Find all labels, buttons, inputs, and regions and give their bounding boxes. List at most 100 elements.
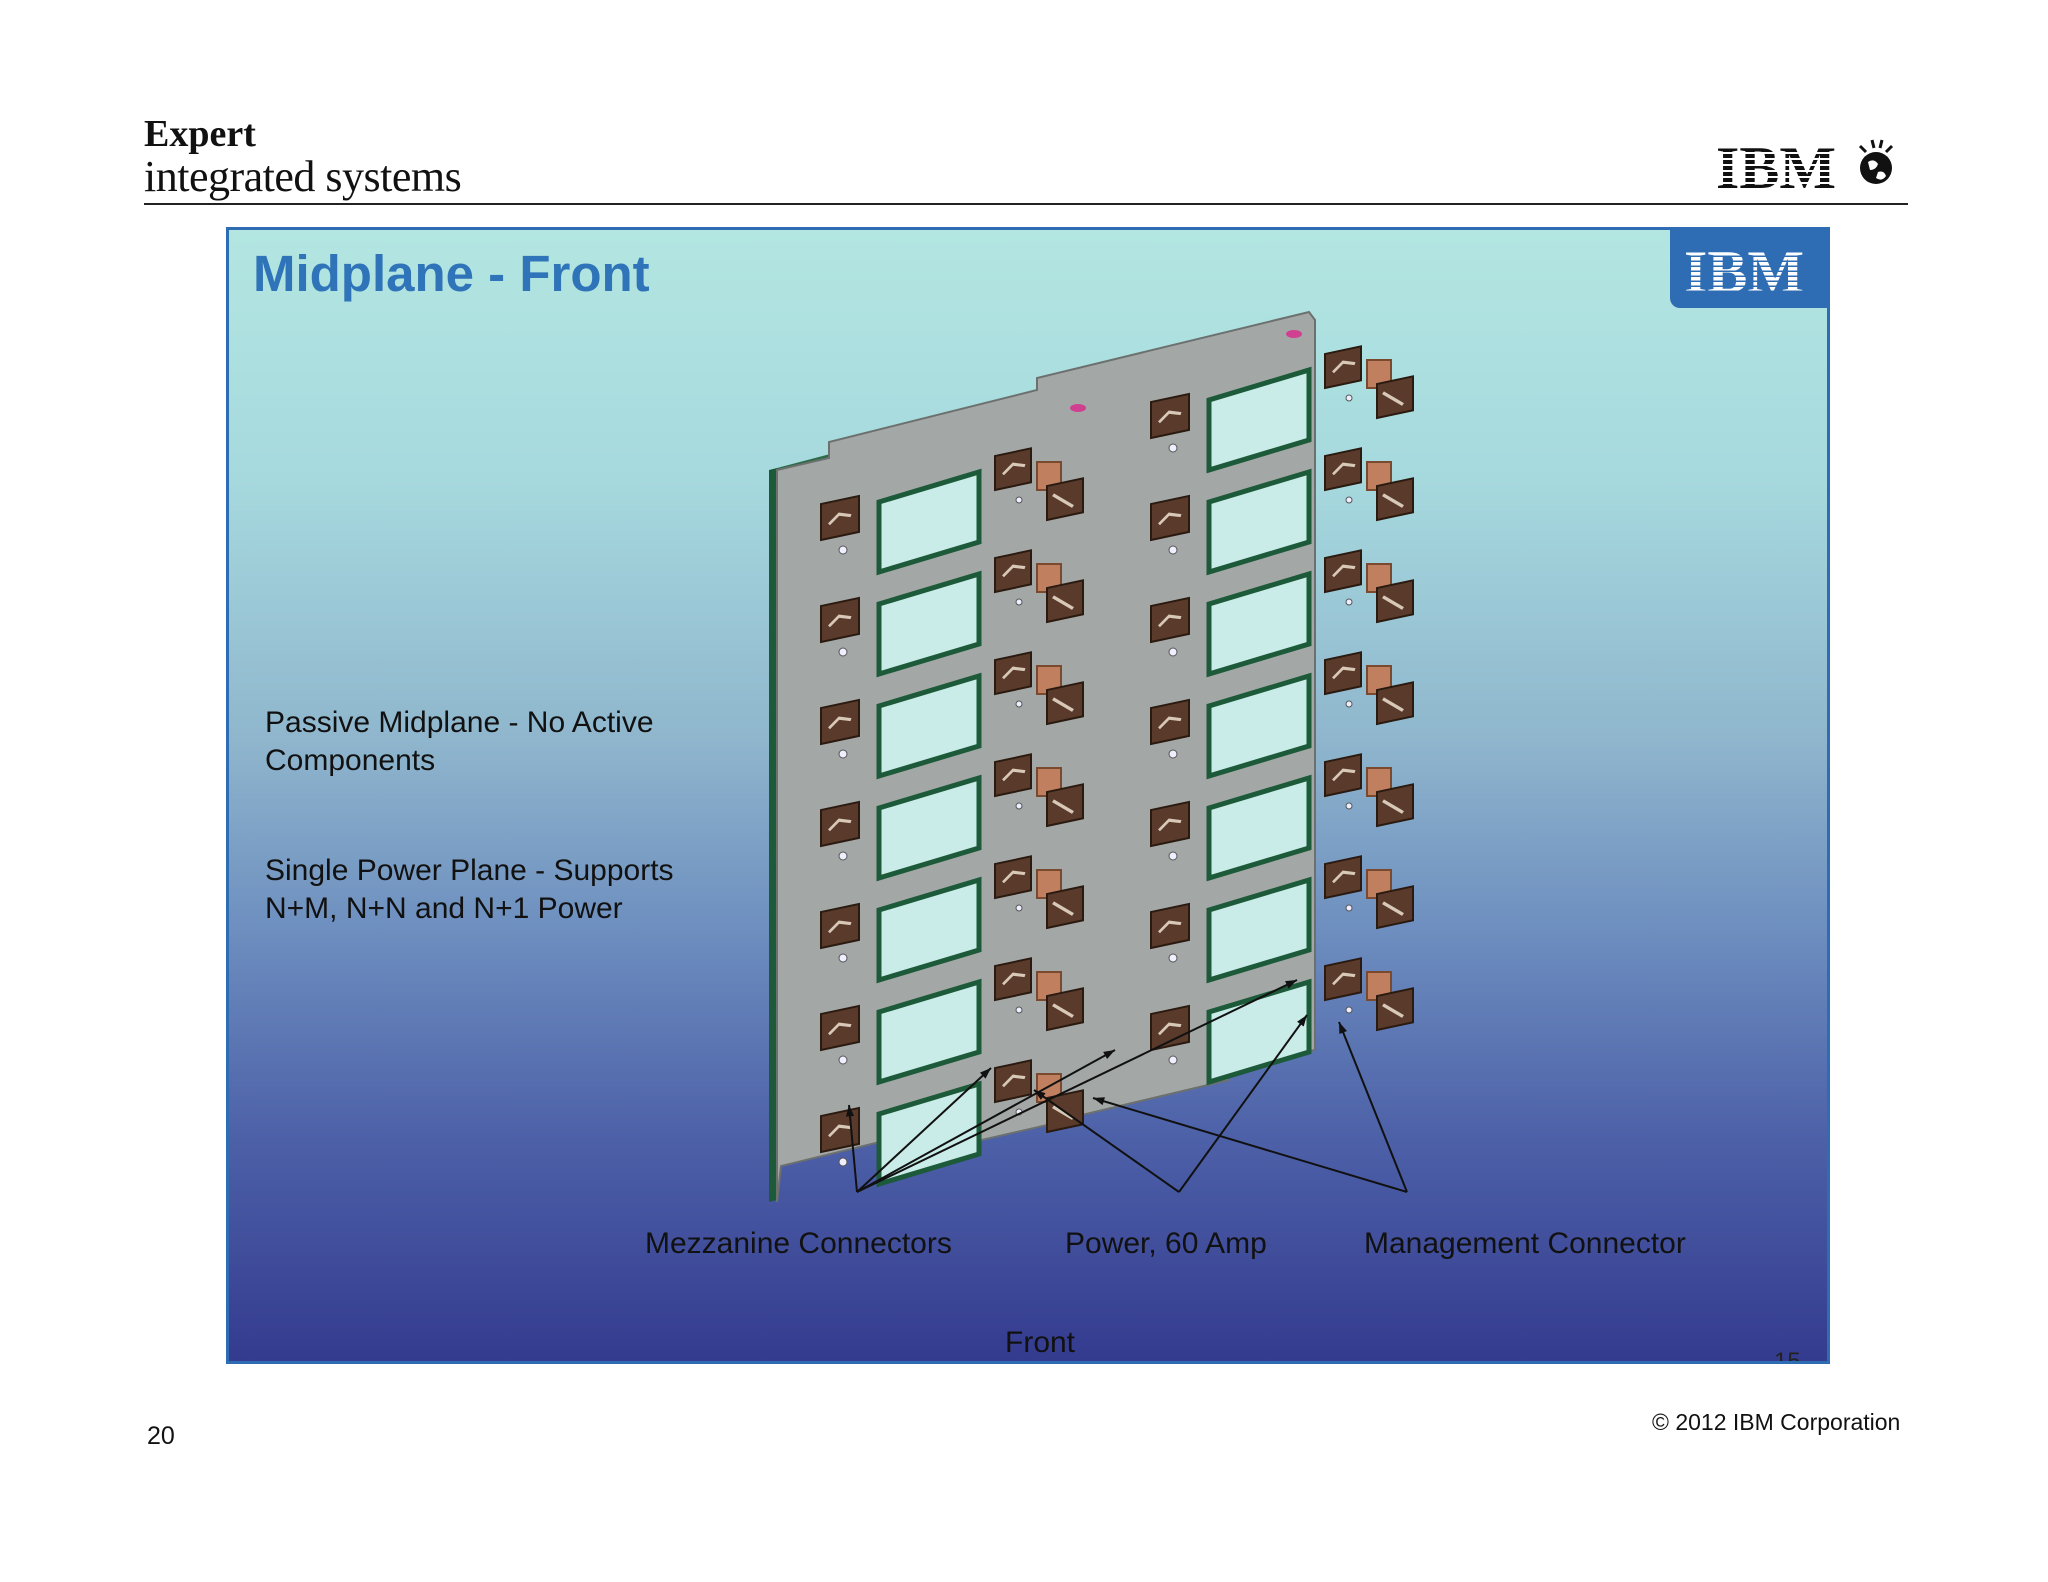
callout-arrow <box>856 1049 1116 1193</box>
mezzanine-connector <box>820 1004 860 1052</box>
midplane-illustration <box>769 310 1414 1203</box>
mounting-hole <box>1345 700 1353 708</box>
connector-pin <box>1002 462 1026 476</box>
management-connector <box>1046 987 1084 1032</box>
ibm-logo-text: IBM <box>1716 136 1836 198</box>
callout-arrow <box>856 1067 992 1193</box>
connector-pin <box>1052 595 1074 610</box>
mezzanine-connector <box>1324 345 1362 390</box>
callout-arrow <box>1033 1089 1180 1193</box>
label-front: Front <box>1005 1326 1076 1359</box>
mounting-hole <box>838 647 848 657</box>
mezzanine-connector <box>820 494 860 542</box>
connector-pin <box>1052 1003 1074 1018</box>
mounting-hole <box>1168 647 1178 657</box>
connector-pin <box>1158 920 1182 934</box>
connector-pin <box>828 1022 852 1036</box>
note-power-line2: N+M, N+N and N+1 Power <box>265 892 623 925</box>
management-connector <box>1376 579 1414 624</box>
cable-window <box>1206 468 1312 576</box>
mezzanine-connector <box>1150 596 1190 644</box>
mounting-hole <box>838 1055 848 1065</box>
mounting-hole <box>1015 904 1023 912</box>
callout-arrowhead <box>1339 1022 1348 1034</box>
callout-arrow <box>856 979 1298 1193</box>
connector-pin <box>1002 564 1026 578</box>
copyright: © 2012 IBM Corporation <box>1652 1409 1901 1435</box>
connector-pin <box>828 920 852 934</box>
mounting-hole <box>1015 598 1023 606</box>
mounting-hole <box>838 545 848 555</box>
slide-title: Midplane - Front <box>253 245 650 302</box>
brand-expert: Expert <box>144 113 256 155</box>
cable-window <box>876 978 982 1086</box>
globe-icon <box>1858 139 1894 184</box>
cable-window <box>1206 774 1312 882</box>
mounting-hole <box>838 749 848 759</box>
mounting-hole <box>1345 598 1353 606</box>
mounting-hole <box>1345 394 1353 402</box>
callout-management: Management Connector <box>1364 1227 1686 1260</box>
cable-window <box>876 570 982 678</box>
management-connector <box>1376 681 1414 726</box>
mounting-hole <box>1015 496 1023 504</box>
callout-mezzanine: Mezzanine Connectors <box>645 1227 952 1260</box>
mezzanine-connector <box>1324 651 1362 696</box>
callout-arrowhead <box>1103 1050 1115 1060</box>
callout-arrowhead <box>1285 980 1297 989</box>
header-divider <box>144 203 1908 205</box>
callout-arrow <box>848 1104 858 1193</box>
mezzanine-connector <box>994 549 1032 594</box>
mezzanine-connector <box>994 753 1032 798</box>
cable-window <box>876 468 982 576</box>
mounting-hole <box>1345 496 1353 504</box>
management-connector <box>1376 885 1414 930</box>
mounting-hole <box>1168 443 1178 453</box>
cable-window <box>1206 876 1312 984</box>
note-power-line1: Single Power Plane - Supports <box>265 854 674 887</box>
connector-pin <box>1052 1105 1074 1120</box>
slide-panel: Midplane - Front IBM Passive Midplane - … <box>226 227 1830 1364</box>
cable-window <box>1206 978 1312 1086</box>
mezzanine-connector <box>994 447 1032 492</box>
connector-pin <box>1382 799 1404 814</box>
management-connector <box>1376 375 1414 420</box>
ibm-badge: IBM <box>1670 230 1827 308</box>
management-connector <box>1376 987 1414 1032</box>
connector-pin <box>1158 818 1182 832</box>
callout-arrow <box>1338 1021 1408 1193</box>
connector-pin <box>828 512 852 526</box>
callout-power: Power, 60 Amp <box>1065 1227 1267 1260</box>
mezzanine-connector <box>820 902 860 950</box>
mezzanine-connector <box>1324 447 1362 492</box>
connector-pin <box>1382 697 1404 712</box>
mounting-hole <box>1168 749 1178 759</box>
management-connector <box>1046 783 1084 828</box>
mounting-hole <box>1015 802 1023 810</box>
callout-arrow <box>1178 1014 1308 1193</box>
connector-pin <box>1158 716 1182 730</box>
mezzanine-connector <box>1150 800 1190 848</box>
callout-arrow <box>1092 1097 1408 1193</box>
connector-pin <box>1332 360 1356 374</box>
mezzanine-connector <box>1324 855 1362 900</box>
mezzanine-connector <box>1150 494 1190 542</box>
connector-pin <box>1332 564 1356 578</box>
connector-pin <box>1002 972 1026 986</box>
connector-pin <box>1382 391 1404 406</box>
cable-window <box>1206 570 1312 678</box>
connector-pin <box>1052 901 1074 916</box>
connector-pin <box>828 614 852 628</box>
page-number: 20 <box>147 1422 175 1450</box>
mezzanine-connector <box>1150 392 1190 440</box>
connector-pin <box>1332 666 1356 680</box>
mounting-hole <box>1168 1055 1178 1065</box>
callout-arrowhead <box>1297 1015 1307 1027</box>
management-connector <box>1046 885 1084 930</box>
board-stud <box>1070 404 1086 412</box>
cable-window <box>876 876 982 984</box>
note-passive-line2: Components <box>265 744 436 777</box>
cable-window <box>876 672 982 780</box>
mezzanine-connector <box>1324 549 1362 594</box>
cable-window <box>1206 366 1312 474</box>
